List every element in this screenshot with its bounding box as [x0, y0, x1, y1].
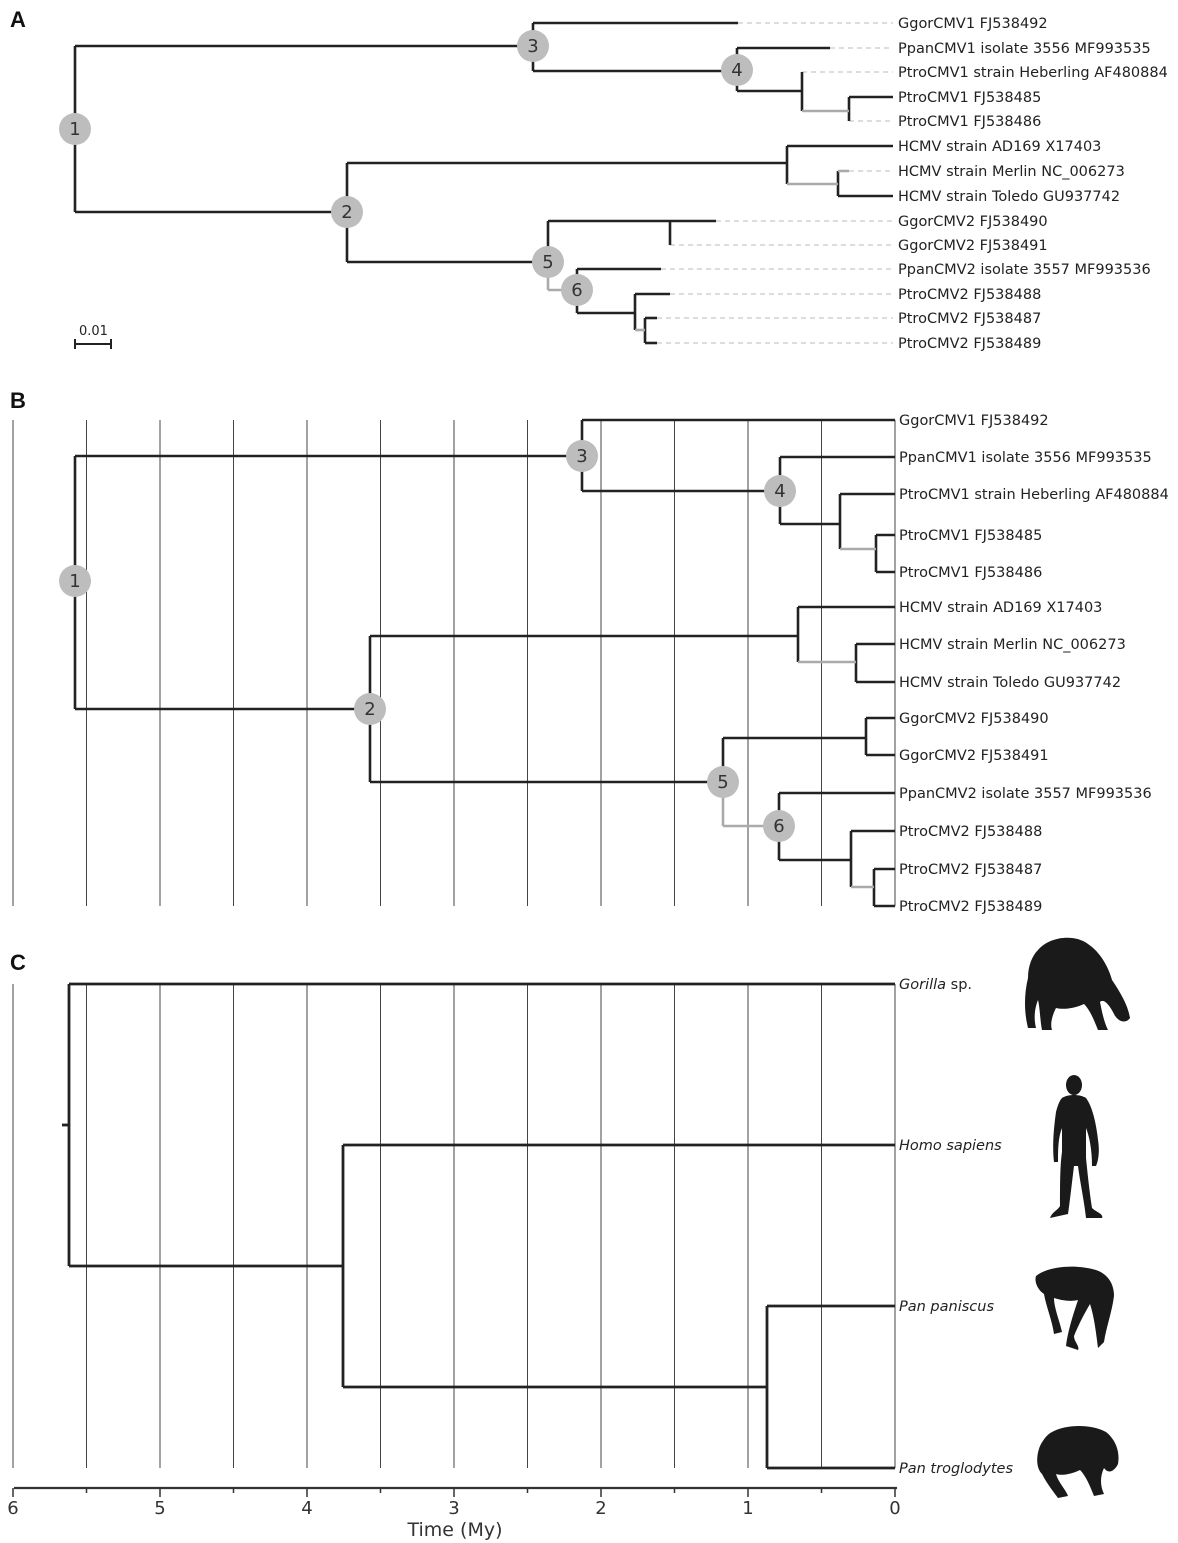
time-axis: 6 5 4 3 2 1 0 — [7, 1486, 901, 1519]
panel-c-tip-label: Pan troglodytes — [899, 1461, 1013, 1477]
axis-tick-label: 2 — [595, 1498, 606, 1519]
panel-a-scale-label: 0.01 — [79, 324, 108, 339]
axis-tick-label: 6 — [7, 1498, 18, 1519]
panel-a-node-label: 3 — [527, 36, 538, 57]
panel-b-tip-label: PtroCMV2 FJ538487 — [899, 862, 1042, 878]
panel-b-tip-label: GgorCMV2 FJ538490 — [899, 711, 1049, 727]
panel-b-tip-label: PtroCMV1 FJ538486 — [899, 565, 1042, 581]
panel-a-tip-label: GgorCMV2 FJ538490 — [898, 214, 1048, 230]
axis-tick-label: 5 — [154, 1498, 165, 1519]
panel-a-node-label: 1 — [69, 119, 80, 140]
panel-a-letter: A — [10, 7, 26, 32]
panel-a-tip-label: PpanCMV2 isolate 3557 MF993536 — [898, 262, 1151, 278]
time-axis-title: Time (My) — [407, 1519, 503, 1541]
panel-a-node-circle — [561, 274, 593, 306]
panel-b-tip-label: HCMV strain Merlin NC_006273 — [899, 637, 1126, 653]
panel-c-tip-label: Homo sapiens — [899, 1138, 1002, 1154]
human-silhouette-icon — [1050, 1075, 1103, 1218]
panel-b-node-circle — [354, 693, 386, 725]
panel-b-node-label: 4 — [774, 481, 785, 502]
panel-b-tip-label: PtroCMV2 FJ538488 — [899, 824, 1042, 840]
panel-a-node-circle — [532, 246, 564, 278]
panel-a-tip-label: PtroCMV1 FJ538486 — [898, 114, 1041, 130]
panel-b-node-label: 3 — [576, 446, 587, 467]
panel-b-node-circle — [764, 475, 796, 507]
panel-a-tip-label: GgorCMV2 FJ538491 — [898, 238, 1048, 254]
axis-tick-label: 4 — [301, 1498, 312, 1519]
panel-a-node-label: 4 — [731, 60, 742, 81]
panel-a-tip-label: PtroCMV2 FJ538489 — [898, 336, 1041, 352]
panel-b-tip-label: PtroCMV2 FJ538489 — [899, 899, 1042, 915]
axis-tick-label: 0 — [889, 1498, 900, 1519]
panel-b-time-grid — [12, 420, 896, 906]
gorilla-silhouette-icon — [1025, 937, 1130, 1030]
panel-a-node-label: 2 — [341, 202, 352, 223]
panel-b-tip-label: HCMV strain Toledo GU937742 — [899, 675, 1121, 691]
panel-b-nodes: 1 2 3 4 5 6 — [59, 440, 796, 842]
axis-tick-label: 3 — [448, 1498, 459, 1519]
panel-a-node-circle — [721, 54, 753, 86]
panel-b-node-label: 2 — [364, 699, 375, 720]
panel-b-node-circle — [59, 565, 91, 597]
panel-a-tip-label: PtroCMV2 FJ538487 — [898, 311, 1041, 327]
panel-a-tip-label: PpanCMV1 isolate 3556 MF993535 — [898, 41, 1151, 57]
panel-a-tip-label: PtroCMV1 strain Heberling AF480884 — [898, 65, 1168, 81]
panel-b-node-circle — [566, 440, 598, 472]
panel-c-tip-label: Gorilla sp. — [899, 977, 972, 993]
panel-a-leaders — [657, 22, 893, 344]
panel-c-tree — [62, 982, 895, 1470]
panel-a-node-circle — [517, 30, 549, 62]
panel-b-tip-label: PtroCMV1 strain Heberling AF480884 — [899, 487, 1169, 503]
panel-a-tip-label: GgorCMV1 FJ538492 — [898, 16, 1048, 32]
panel-a-node-label: 5 — [542, 252, 553, 273]
panel-c-letter: C — [10, 950, 26, 975]
bonobo-silhouette-icon — [1035, 1266, 1114, 1350]
panel-b-node-label: 1 — [69, 571, 80, 592]
panel-a-tip-label: HCMV strain AD169 X17403 — [898, 139, 1101, 155]
panel-c-tip-label: Pan paniscus — [899, 1299, 994, 1315]
panel-a-tip-label: PtroCMV1 FJ538485 — [898, 90, 1041, 106]
panel-b-tip-label: PpanCMV2 isolate 3557 MF993536 — [899, 786, 1152, 802]
panel-b-tip-label: PpanCMV1 isolate 3556 MF993535 — [899, 450, 1152, 466]
panel-b-tip-label: PtroCMV1 FJ538485 — [899, 528, 1042, 544]
panel-b-node-circle — [707, 766, 739, 798]
panel-b-tip-label: GgorCMV2 FJ538491 — [899, 748, 1049, 764]
panel-b-tip-label: HCMV strain AD169 X17403 — [899, 600, 1102, 616]
panel-a-tip-label: HCMV strain Merlin NC_006273 — [898, 164, 1125, 180]
panel-a-node-label: 6 — [571, 280, 582, 301]
chimpanzee-silhouette-icon — [1037, 1426, 1119, 1498]
panel-a-node-circle — [59, 113, 91, 145]
panel-a-scale-bar — [74, 339, 112, 349]
panel-a-node-circle — [331, 196, 363, 228]
panel-b-node-circle — [763, 810, 795, 842]
panel-b-node-label: 5 — [717, 772, 728, 793]
panel-c-time-grid — [12, 984, 896, 1468]
panel-b-tip-label: GgorCMV1 FJ538492 — [899, 413, 1049, 429]
panel-a-tree — [73, 21, 893, 349]
axis-tick-label: 1 — [742, 1498, 753, 1519]
panel-b-letter: B — [10, 388, 26, 413]
panel-a-tip-label: HCMV strain Toledo GU937742 — [898, 189, 1120, 205]
panel-b-node-label: 6 — [773, 816, 784, 837]
panel-a-tip-label: PtroCMV2 FJ538488 — [898, 287, 1041, 303]
panel-a-nodes: 1 2 3 4 56 — [59, 30, 753, 306]
